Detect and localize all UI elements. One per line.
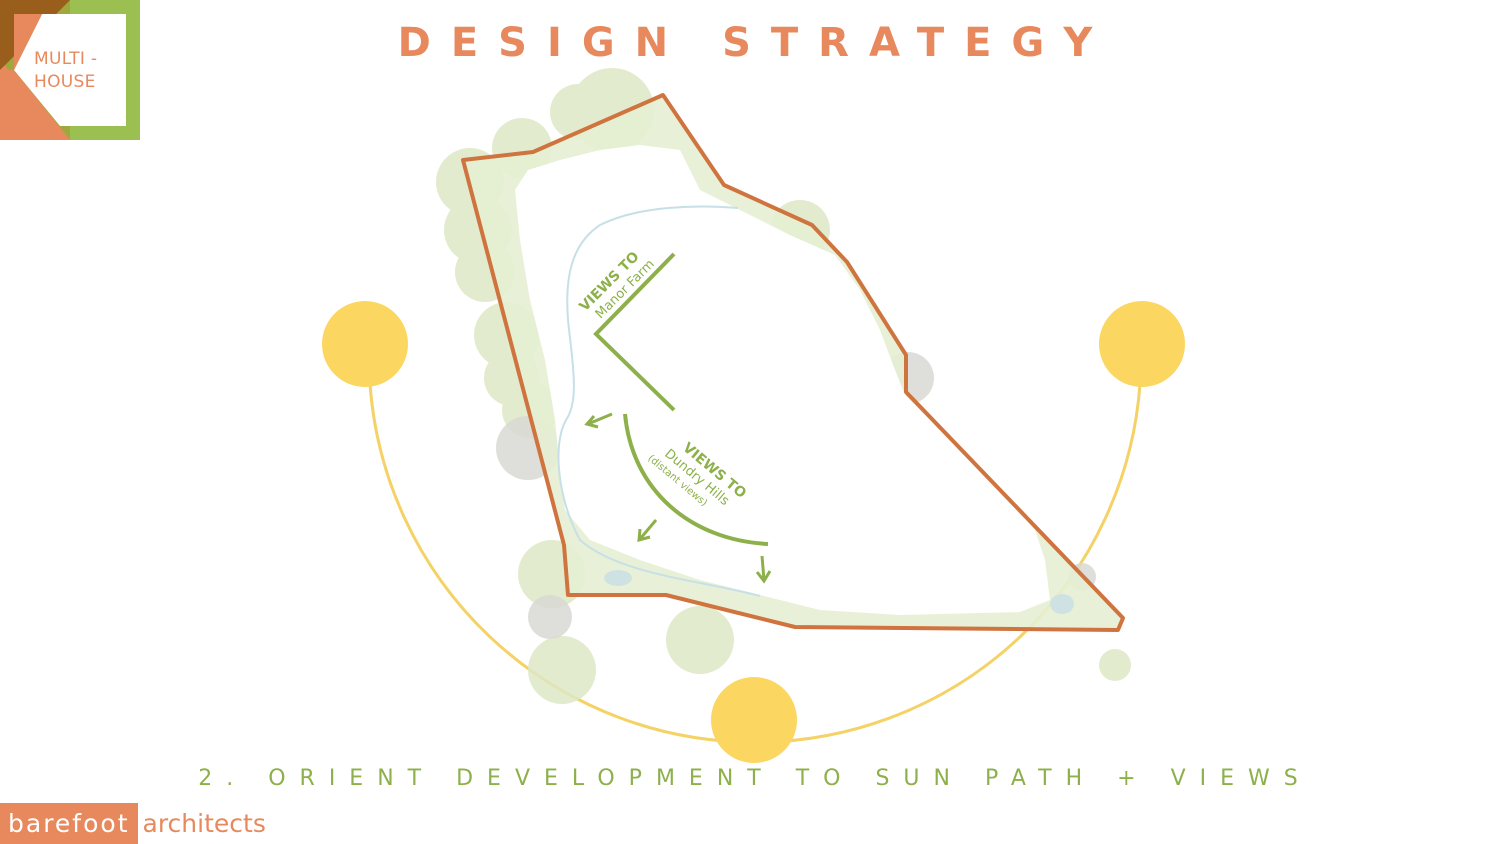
pond [604, 570, 632, 586]
logo-line-1: MULTI - [34, 49, 98, 69]
tree-icon [528, 636, 596, 704]
views-manor-chevron [593, 252, 676, 412]
brand-primary: barefoot [0, 803, 138, 844]
site-boundary [461, 93, 1125, 632]
brand-secondary: architects [142, 809, 266, 838]
page-title: DESIGN STRATEGY [397, 20, 1113, 66]
brand-footer: barefoot architects [0, 803, 266, 844]
tree-icon [666, 606, 734, 674]
views-dundry-arc [623, 413, 769, 546]
strategy-subtitle: 2. ORIENT DEVELOPMENT TO SUN PATH + VIEW… [198, 766, 1312, 791]
arrow-icon [755, 555, 772, 584]
view-arrows [584, 412, 772, 584]
stream-line [557, 205, 761, 597]
sun-icon [1099, 301, 1185, 387]
tree-icon [1099, 649, 1131, 681]
sun-icon [711, 677, 797, 763]
sun-icon [322, 301, 408, 387]
arrow-icon [584, 412, 613, 429]
logo-text: MULTI - HOUSE [34, 48, 124, 94]
multi-house-logo [0, 0, 140, 140]
developable-area [515, 145, 1050, 615]
logo-line-2: HOUSE [34, 72, 96, 92]
arrow-icon [637, 519, 658, 543]
pond [1050, 594, 1074, 614]
tree-icon [528, 595, 572, 639]
